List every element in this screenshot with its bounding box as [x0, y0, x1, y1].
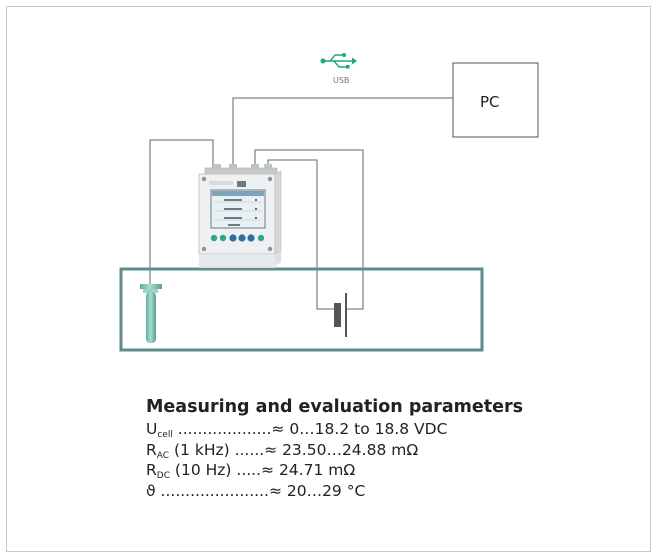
usb-icon — [320, 53, 357, 69]
measuring-device — [198, 164, 282, 268]
reference-electrode — [140, 284, 162, 343]
wire-cell-minus — [254, 149, 364, 310]
tank — [119, 267, 484, 352]
param-row-u-cell: Ucell ...................≈ 0…18.2 to 18.… — [146, 420, 448, 440]
wire-reference-electrode — [149, 139, 214, 285]
cell — [334, 293, 347, 337]
parameters-title: Measuring and evaluation parameters — [146, 397, 524, 417]
wire-usb-pc — [232, 97, 453, 170]
param-row-temperature: ϑ ......................≈ 20…29 °C — [146, 481, 366, 500]
param-row-r-dc: RDC (10 Hz) .....≈ 24.71 mΩ — [146, 461, 356, 481]
figure-frame — [6, 6, 651, 552]
measurement-parameters: Measuring and evaluation parameters Ucel… — [146, 396, 606, 501]
pc-box — [452, 62, 539, 138]
pc-label: PC — [480, 93, 500, 111]
usb-label: USB — [333, 76, 349, 85]
wire-cell-plus — [267, 159, 334, 310]
param-row-r-ac: RAC (1 kHz) ......≈ 23.50…24.88 mΩ — [146, 440, 419, 461]
